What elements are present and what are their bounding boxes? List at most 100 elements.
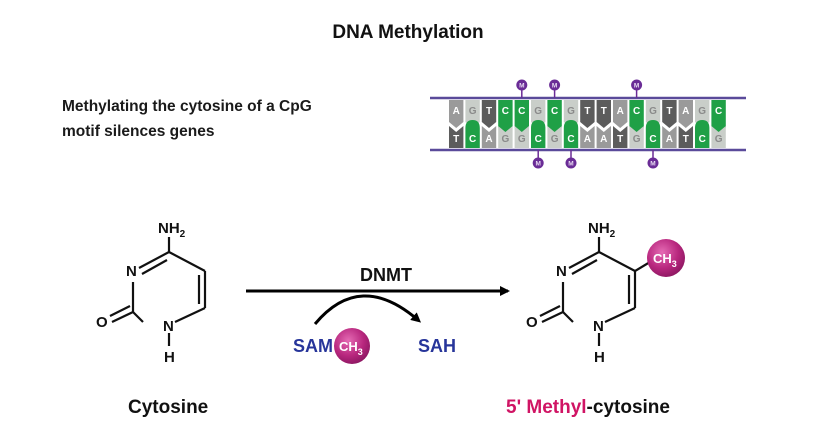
dna-base-bottom-label: C — [535, 134, 542, 145]
cyt-amino-label: NH2 — [158, 220, 186, 240]
carbonyl-double-bond — [109, 305, 131, 317]
mcyt-hydrogen-label: H — [594, 349, 605, 366]
dna-base-top — [662, 100, 677, 128]
enzyme-label: DNMT — [360, 265, 412, 285]
dna-base-bottom — [481, 126, 497, 148]
dna-base-bottom-label: G — [551, 134, 559, 145]
cofactor-curved-arrow — [313, 294, 422, 325]
dna-base-top-label: C — [502, 106, 509, 117]
dna-base-bottom-label: C — [469, 134, 476, 145]
methyl-marker-label: M — [568, 161, 573, 168]
sah-label: SAH — [418, 336, 456, 356]
dna-base-top-label: G — [567, 106, 575, 117]
cyt-hydrogen-label: H — [164, 349, 175, 366]
dna-base-top-label: G — [649, 106, 657, 117]
sam-label: SAM — [293, 336, 333, 356]
dna-base-bottom-label: A — [666, 134, 673, 145]
mcyt-amino-label: NH2 — [588, 220, 616, 240]
dna-base-top-label: T — [666, 106, 672, 117]
dna-base-bottom — [498, 126, 513, 148]
dna-base-bottom-label: G — [518, 134, 526, 145]
dna-base-bottom-label: C — [567, 134, 574, 145]
dna-base-top — [629, 100, 644, 132]
dna-base-bottom — [645, 120, 661, 148]
cyt-oxygen-label: O — [96, 314, 108, 331]
description-line-2: motif silences genes — [62, 123, 215, 140]
dna-base-top-label: A — [617, 106, 624, 117]
dna-base-top — [498, 100, 513, 132]
cyt-n1-label: N — [163, 318, 174, 335]
dna-base-bottom-label: G — [633, 134, 641, 145]
dna-base-top-label: A — [453, 106, 460, 117]
sam-methyl-label: CH3 — [339, 339, 363, 357]
dna-base-bottom-label: T — [617, 134, 623, 145]
dna-base-bottom-label: A — [600, 134, 607, 145]
methyl-marker-label: M — [519, 83, 524, 90]
mcyt-n1-label: N — [593, 318, 604, 335]
mcyt-oxygen-label: O — [526, 314, 538, 331]
dna-base-bottom — [678, 126, 693, 148]
dna-base-bottom-label: A — [485, 134, 492, 145]
diagram-title: DNA Methylation — [332, 22, 484, 43]
description-text: Methylating the cytosine of a CpG motif … — [62, 94, 362, 144]
dna-base-top-label: C — [551, 106, 558, 117]
methyl-marker-label: M — [634, 83, 639, 90]
ring-bond — [138, 251, 170, 269]
methyl-marker-label: M — [650, 161, 655, 168]
dna-base-bottom — [711, 126, 726, 148]
dna-base-top — [580, 100, 595, 128]
methylcytosine-structure — [539, 237, 651, 346]
dna-base-bottom-label: T — [683, 134, 689, 145]
cyt-n3-label: N — [126, 263, 137, 280]
dna-base-bottom — [465, 120, 480, 148]
dna-base-top-label: G — [534, 106, 542, 117]
dna-base-bottom — [531, 120, 546, 148]
methyl-marker — [516, 79, 528, 91]
dna-base-bottom-label: G — [715, 134, 723, 145]
dna-base-bottom — [613, 126, 628, 148]
dna-base-top-label: C — [518, 106, 525, 117]
dna-base-top — [711, 100, 726, 132]
dna-base-top — [448, 100, 464, 128]
cytosine-label: Cytosine — [128, 397, 209, 418]
dna-base-top-label: T — [584, 106, 590, 117]
dna-base-bottom — [596, 126, 611, 148]
dna-base-top-label: A — [682, 106, 689, 117]
cytosine-structure — [109, 237, 207, 346]
dna-base-bottom-label: T — [453, 134, 459, 145]
dna-base-top-label: T — [486, 106, 492, 117]
dna-base-bottom-label: G — [502, 134, 510, 145]
dna-base-bottom — [448, 126, 464, 148]
dna-base-top — [596, 100, 611, 128]
ring-bond — [168, 251, 206, 272]
mcyt-n3-label: N — [556, 263, 567, 280]
methyl-prefix: 5' Methyl — [506, 397, 587, 418]
dna-base-top-label: G — [469, 106, 477, 117]
dna-base-bottom-label: C — [699, 134, 706, 145]
dna-base-bottom — [547, 126, 562, 148]
dna-base-top-label: T — [601, 106, 607, 117]
dna-base-top — [547, 100, 562, 132]
ring-bond — [132, 311, 144, 323]
mcyt-methyl-label: CH3 — [653, 251, 677, 269]
methyl-marker-label: M — [552, 83, 557, 90]
methylcytosine-label: 5' Methyl-cytosine — [506, 397, 670, 419]
methyl-marker-label: M — [535, 161, 540, 168]
dna-base-top — [514, 100, 529, 132]
dna-base-bottom — [580, 126, 595, 148]
ring-double-bond — [141, 259, 168, 275]
methyl-marker — [565, 157, 577, 169]
methyl-marker — [631, 79, 643, 91]
dna-base-bottom — [695, 120, 710, 148]
dna-base-bottom — [629, 126, 644, 148]
dna-base-top-label: C — [715, 106, 722, 117]
description-line-1: Methylating the cytosine of a CpG — [62, 98, 312, 115]
methyl-suffix: -cytosine — [586, 397, 670, 418]
sam-methyl-ball — [334, 328, 370, 364]
dna-base-bottom — [514, 126, 529, 148]
mcyt-methyl-ball — [647, 239, 685, 277]
methyl-marker — [549, 79, 561, 91]
ring-bond — [174, 307, 206, 323]
